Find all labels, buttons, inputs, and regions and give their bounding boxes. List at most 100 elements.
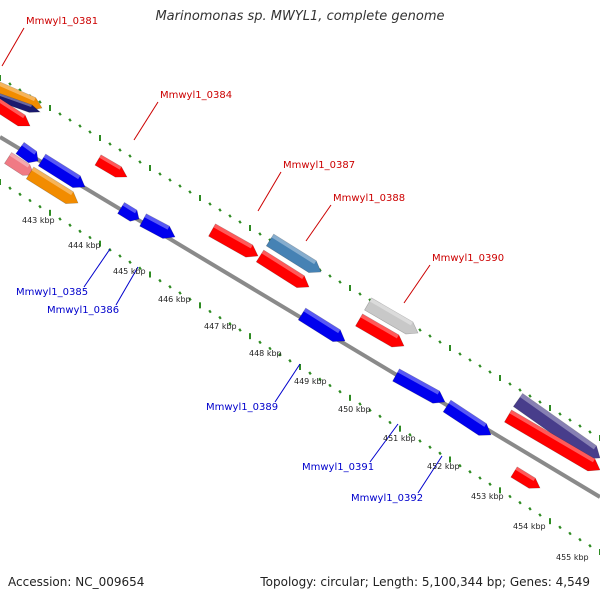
kbp-label: 454 kbp bbox=[513, 522, 546, 531]
bottom-tick bbox=[488, 482, 492, 486]
top-tick bbox=[468, 358, 472, 362]
bottom-tick bbox=[428, 445, 432, 449]
gene-label[interactable]: Mmwyl1_0387 bbox=[283, 160, 355, 171]
bottom-tick bbox=[228, 322, 232, 326]
top-tick bbox=[488, 370, 492, 374]
top-tick bbox=[68, 118, 72, 122]
top-tick bbox=[518, 388, 522, 392]
top-tick bbox=[188, 190, 192, 194]
bottom-tick bbox=[308, 371, 312, 375]
gene-label[interactable]: Mmwyl1_0386 bbox=[47, 305, 119, 316]
gene-label[interactable]: Mmwyl1_0388 bbox=[333, 193, 405, 204]
gene-feature bbox=[4, 152, 35, 176]
bottom-tick bbox=[218, 315, 222, 320]
leader-line bbox=[417, 455, 443, 494]
bottom-tick bbox=[28, 198, 32, 203]
bottom-tick bbox=[68, 223, 72, 227]
bottom-tick bbox=[508, 494, 512, 499]
gene-feature bbox=[510, 466, 541, 489]
bottom-tick bbox=[158, 278, 162, 283]
leader-line bbox=[1, 27, 25, 67]
bottom-tick bbox=[518, 500, 522, 505]
top-tick bbox=[38, 100, 42, 104]
gene-feature bbox=[0, 94, 31, 127]
bottom-tick bbox=[88, 235, 92, 240]
top-tick bbox=[208, 202, 212, 206]
top-tick bbox=[558, 412, 562, 416]
top-tick bbox=[8, 82, 12, 86]
leader-line bbox=[115, 266, 139, 306]
gene-label[interactable]: Mmwyl1_0385 bbox=[16, 287, 88, 298]
gene-label[interactable]: Mmwyl1_0392 bbox=[351, 493, 423, 504]
bottom-tick bbox=[528, 507, 532, 511]
gene-feature bbox=[442, 399, 492, 436]
top-tick bbox=[418, 328, 422, 332]
tick-marks-bottom bbox=[0, 179, 600, 555]
kbp-label: 445 kbp bbox=[113, 267, 146, 276]
gene-feature bbox=[265, 233, 322, 273]
bottom-tick bbox=[268, 346, 272, 351]
top-tick bbox=[158, 172, 162, 176]
top-tick bbox=[228, 214, 232, 218]
leader-line bbox=[369, 423, 399, 463]
bottom-tick bbox=[18, 192, 22, 197]
gene-feature bbox=[355, 313, 405, 348]
bottom-tick bbox=[478, 476, 482, 480]
bottom-tick bbox=[378, 414, 382, 419]
gene-label[interactable]: Mmwyl1_0390 bbox=[432, 253, 504, 264]
bottom-tick bbox=[578, 537, 582, 542]
top-tick bbox=[168, 178, 172, 182]
kbp-label: 450 kbp bbox=[338, 405, 371, 414]
gene-label[interactable]: Mmwyl1_0384 bbox=[160, 90, 232, 101]
kbp-label: 448 kbp bbox=[249, 349, 282, 358]
bottom-tick bbox=[178, 291, 182, 295]
gene-feature bbox=[15, 141, 39, 164]
kbp-label: 446 kbp bbox=[158, 295, 191, 304]
kbp-label: 453 kbp bbox=[471, 492, 504, 501]
top-tick bbox=[328, 274, 332, 278]
bottom-tick bbox=[128, 260, 132, 264]
gene-feature bbox=[297, 307, 346, 342]
bottom-tick bbox=[558, 525, 562, 530]
top-tick bbox=[338, 280, 342, 284]
leader-line bbox=[257, 171, 282, 212]
bottom-tick bbox=[468, 470, 472, 474]
gene-feature bbox=[392, 368, 446, 404]
bottom-tick bbox=[238, 328, 242, 332]
gene-label[interactable]: Mmwyl1_0391 bbox=[302, 462, 374, 473]
top-tick bbox=[458, 352, 462, 356]
top-tick bbox=[588, 430, 592, 434]
gene-feature bbox=[255, 249, 310, 288]
bottom-tick bbox=[118, 254, 122, 258]
kbp-label: 451 kbp bbox=[383, 434, 416, 443]
gene-feature bbox=[37, 153, 86, 188]
leader-line bbox=[305, 204, 332, 242]
bottom-tick bbox=[388, 420, 392, 425]
top-tick bbox=[478, 364, 482, 368]
top-tick bbox=[238, 220, 242, 224]
gene-label[interactable]: Mmwyl1_0389 bbox=[206, 402, 278, 413]
bottom-tick bbox=[588, 544, 592, 548]
bottom-tick bbox=[8, 186, 12, 190]
gene-feature bbox=[94, 154, 128, 178]
gene-features bbox=[0, 73, 600, 489]
bottom-tick bbox=[458, 463, 462, 468]
gene-feature bbox=[117, 202, 140, 222]
gene-labels: Mmwyl1_0381Mmwyl1_0384Mmwyl1_0387Mmwyl1_… bbox=[16, 16, 504, 504]
top-tick bbox=[128, 154, 132, 158]
bottom-tick bbox=[258, 340, 262, 345]
map-title: Marinomonas sp. MWYL1, complete genome bbox=[155, 9, 445, 24]
top-tick bbox=[428, 334, 432, 338]
topology-summary: Topology: circular; Length: 5,100,344 bp… bbox=[260, 575, 590, 589]
top-tick bbox=[358, 292, 362, 296]
accession-text: Accession: NC_009654 bbox=[8, 575, 145, 589]
bottom-tick bbox=[328, 383, 332, 388]
gene-label[interactable]: Mmwyl1_0381 bbox=[26, 16, 98, 27]
gene-feature bbox=[139, 213, 176, 239]
top-tick bbox=[108, 142, 112, 146]
top-tick bbox=[508, 382, 512, 386]
bottom-tick bbox=[418, 439, 422, 443]
kbp-label: 444 kbp bbox=[68, 241, 101, 250]
top-tick bbox=[88, 130, 92, 134]
